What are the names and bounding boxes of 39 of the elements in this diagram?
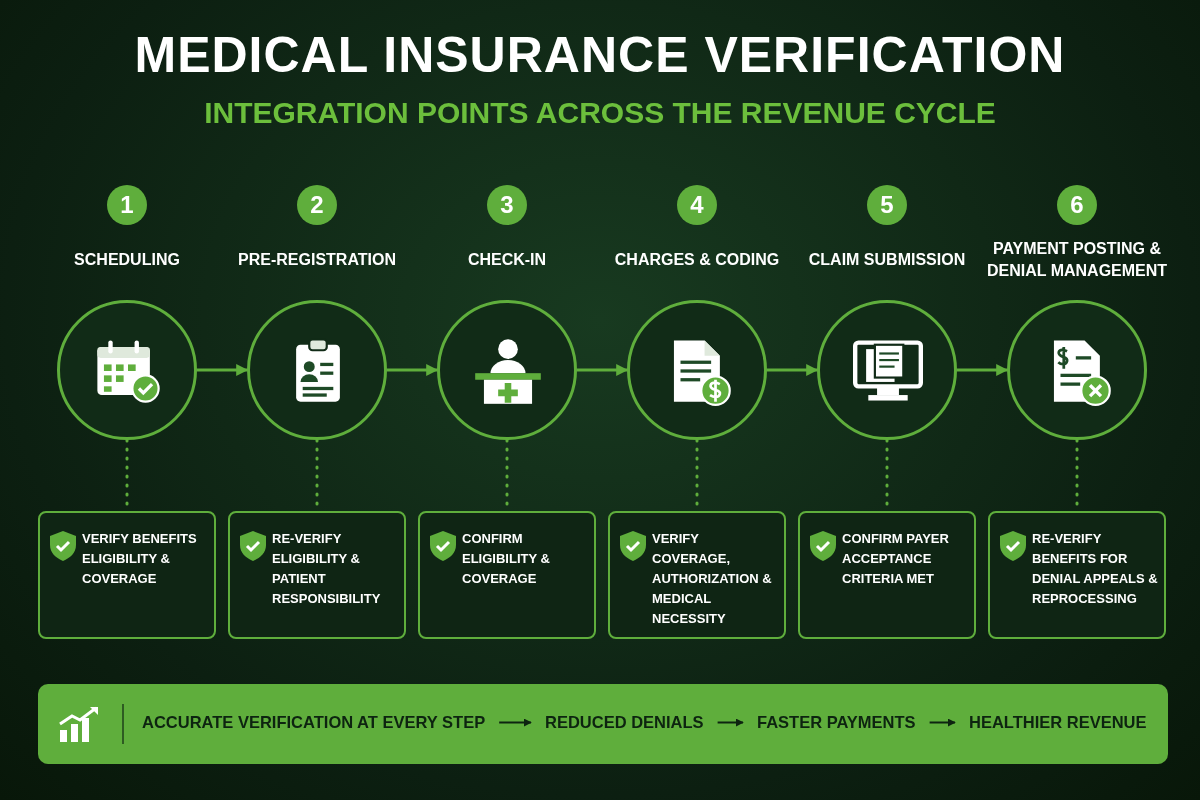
step-title: SCHEDULING bbox=[73, 250, 181, 270]
arrow bbox=[767, 364, 819, 376]
step-title: CHECK-IN bbox=[466, 250, 548, 270]
summary-banner bbox=[38, 684, 1168, 764]
step-title: PAYMENT POSTING & DENIAL MANAGEMENT bbox=[985, 239, 1169, 281]
verification-card bbox=[608, 511, 786, 639]
step-number-badge: 2 bbox=[297, 185, 337, 225]
verification-card bbox=[38, 511, 216, 639]
verification-text: CONFIRM PAYER ACCEPTANCE CRITERIA MET bbox=[842, 530, 950, 588]
step-title: CHARGES & CODING bbox=[613, 250, 781, 270]
arrow bbox=[577, 364, 629, 376]
step-number-badge: 3 bbox=[487, 185, 527, 225]
banner-text: HEALTHIER REVENUE bbox=[969, 713, 1147, 732]
verification-card bbox=[228, 511, 406, 639]
verification-text: VERIFY BENEFITS ELIGIBILITY & COVERAGE bbox=[82, 530, 198, 588]
step-number-badge: 6 bbox=[1057, 185, 1097, 225]
verification-text: VERIFY COVERAGE, AUTHORIZATION & MEDICAL NECESSITY bbox=[652, 530, 773, 628]
verification-card bbox=[418, 511, 596, 639]
arrow bbox=[957, 364, 1009, 376]
banner-text: ACCURATE VERIFICATION AT EVERY STEP bbox=[142, 713, 486, 732]
arrow bbox=[197, 364, 249, 376]
step-title: PRE-REGISTRATION bbox=[237, 250, 397, 270]
verification-text: CONFIRM ELIGIBILITY & COVERAGE bbox=[462, 530, 551, 588]
arrow bbox=[716, 718, 744, 727]
banner-text: FASTER PAYMENTS bbox=[757, 713, 916, 732]
arrow bbox=[498, 718, 532, 727]
step-number-badge: 1 bbox=[107, 185, 147, 225]
subtitle: INTEGRATION POINTS ACROSS THE REVENUE CYCLE bbox=[203, 96, 997, 130]
main-title: MEDICAL INSURANCE VERIFICATION bbox=[133, 26, 1067, 84]
banner-text: REDUCED DENIALS bbox=[545, 713, 704, 732]
step-title: CLAIM SUBMISSION bbox=[807, 250, 967, 270]
arrow bbox=[928, 718, 956, 727]
step-number-badge: 4 bbox=[677, 185, 717, 225]
verification-text: RE-VERIFY BENEFITS FOR DENIAL APPEALS & REPROCESSING bbox=[1032, 530, 1158, 608]
verification-card bbox=[988, 511, 1166, 639]
step-number-badge: 5 bbox=[867, 185, 907, 225]
verification-text: RE-VERIFY ELIGIBILITY & PATIENT RESPONSIBILITY bbox=[272, 530, 382, 608]
arrow bbox=[387, 364, 439, 376]
verification-card bbox=[798, 511, 976, 639]
